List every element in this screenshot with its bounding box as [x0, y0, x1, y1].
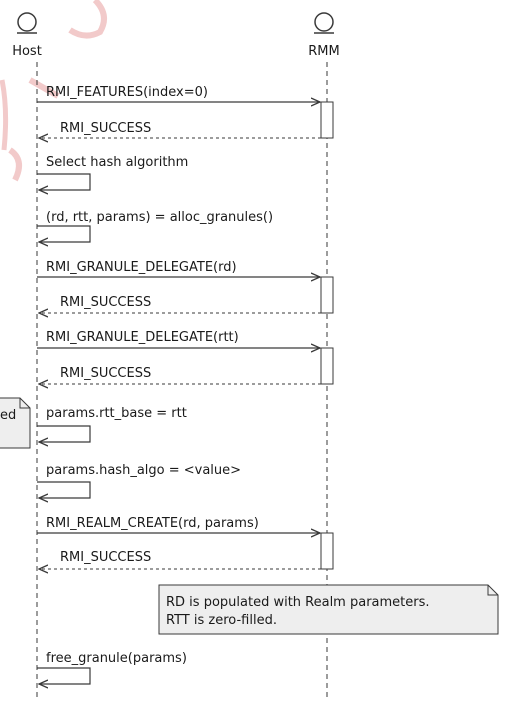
activation-bar: [320, 347, 334, 385]
message-rtt-base[interactable]: params.rtt_base = rtt: [37, 406, 187, 442]
message-label: free_granule(params): [46, 651, 187, 666]
message-label: Select hash algorithm: [46, 155, 188, 170]
message-delegate-rtt[interactable]: RMI_GRANULE_DELEGATE(rtt): [37, 330, 320, 348]
message-label: RMI_GRANULE_DELEGATE(rd): [46, 260, 237, 275]
right-note-line2: RTT is zero-filled.: [166, 613, 277, 628]
message-rmi-success-1[interactable]: RMI_SUCCESS: [39, 121, 321, 138]
message-rmi-features[interactable]: RMI_FEATURES(index=0): [37, 85, 320, 102]
message-select-hash[interactable]: Select hash algorithm: [37, 155, 188, 190]
activation-bar: [320, 276, 334, 314]
message-realm-create[interactable]: RMI_REALM_CREATE(rd, params): [37, 516, 320, 533]
message-delegate-rd[interactable]: RMI_GRANULE_DELEGATE(rd): [37, 260, 320, 277]
message-hash-algo[interactable]: params.hash_algo = <value>: [37, 463, 241, 498]
actor-head-icon: [314, 12, 334, 32]
message-label: RMI_SUCCESS: [60, 121, 151, 136]
message-alloc-granules[interactable]: (rd, rtt, params) = alloc_granules(): [37, 210, 273, 242]
message-label: RMI_SUCCESS: [60, 295, 151, 310]
right-note: RD is populated with Realm parameters. R…: [158, 584, 499, 635]
left-note: ed: [0, 397, 31, 449]
message-label: RMI_SUCCESS: [60, 550, 151, 565]
participant-rmm[interactable]: RMM: [308, 12, 340, 59]
message-rmi-success-4[interactable]: RMI_SUCCESS: [39, 550, 321, 569]
message-label: RMI_SUCCESS: [60, 366, 151, 381]
message-rmi-success-2[interactable]: RMI_SUCCESS: [39, 295, 321, 313]
message-label: (rd, rtt, params) = alloc_granules(): [46, 210, 273, 225]
participant-host[interactable]: Host: [12, 12, 42, 59]
right-note-line1: RD is populated with Realm parameters.: [166, 595, 430, 610]
message-free-granule[interactable]: free_granule(params): [37, 651, 187, 684]
message-label: params.rtt_base = rtt: [46, 406, 187, 421]
message-label: RMI_REALM_CREATE(rd, params): [46, 516, 259, 531]
actor-head-icon: [17, 12, 37, 32]
activation-bar: [320, 101, 334, 139]
participant-host-label: Host: [12, 44, 42, 59]
message-label: RMI_GRANULE_DELEGATE(rtt): [46, 330, 239, 345]
message-rmi-success-3[interactable]: RMI_SUCCESS: [39, 366, 321, 384]
activation-bar: [320, 532, 334, 570]
watermark: [0, 0, 107, 182]
message-label: RMI_FEATURES(index=0): [46, 85, 208, 100]
participant-rmm-label: RMM: [308, 44, 339, 59]
left-note-text: ed: [0, 408, 16, 423]
message-label: params.hash_algo = <value>: [46, 463, 241, 478]
